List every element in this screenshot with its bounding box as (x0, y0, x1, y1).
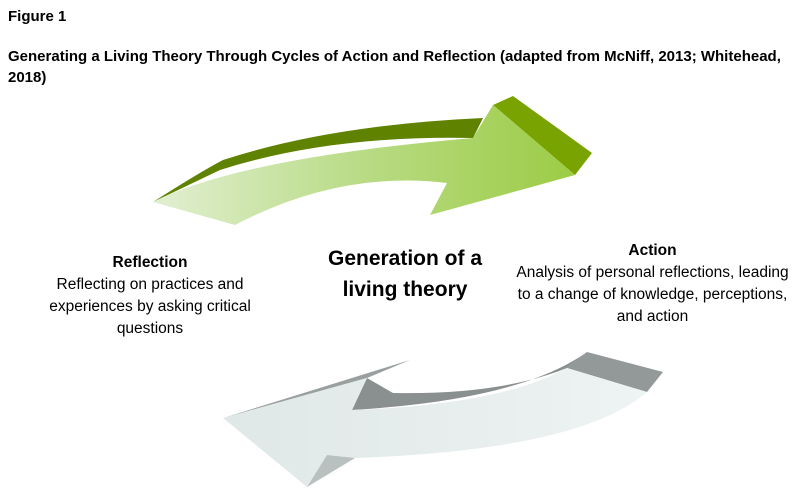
figure-caption: Generating a Living Theory Through Cycle… (8, 48, 781, 86)
reflection-arrow-tail-side (567, 352, 663, 392)
action-arrow-head-side (493, 96, 592, 175)
reflection-text: Reflecting on practices and experiences … (49, 276, 251, 337)
center-label: Generation of a living theory (327, 247, 483, 301)
action-arrow-front (153, 105, 575, 225)
action-title: Action (628, 242, 677, 259)
action-label: Action Analysis of personal reflections,… (515, 240, 790, 328)
action-arrow (153, 96, 592, 225)
reflection-arrow-front (223, 368, 647, 487)
action-arrow-top-face (153, 118, 483, 202)
reflection-title: Reflection (112, 254, 188, 271)
reflection-arrow-head-shade (307, 455, 355, 487)
reflection-arrow-top-face (223, 360, 410, 418)
reflection-arrow-inner-face (352, 352, 587, 410)
action-text: Analysis of personal reflections, leadin… (516, 264, 789, 325)
figure-label: Figure 1 (8, 8, 67, 25)
reflection-arrow (223, 352, 663, 487)
reflection-label: Reflection Reflecting on practices and e… (20, 252, 280, 340)
